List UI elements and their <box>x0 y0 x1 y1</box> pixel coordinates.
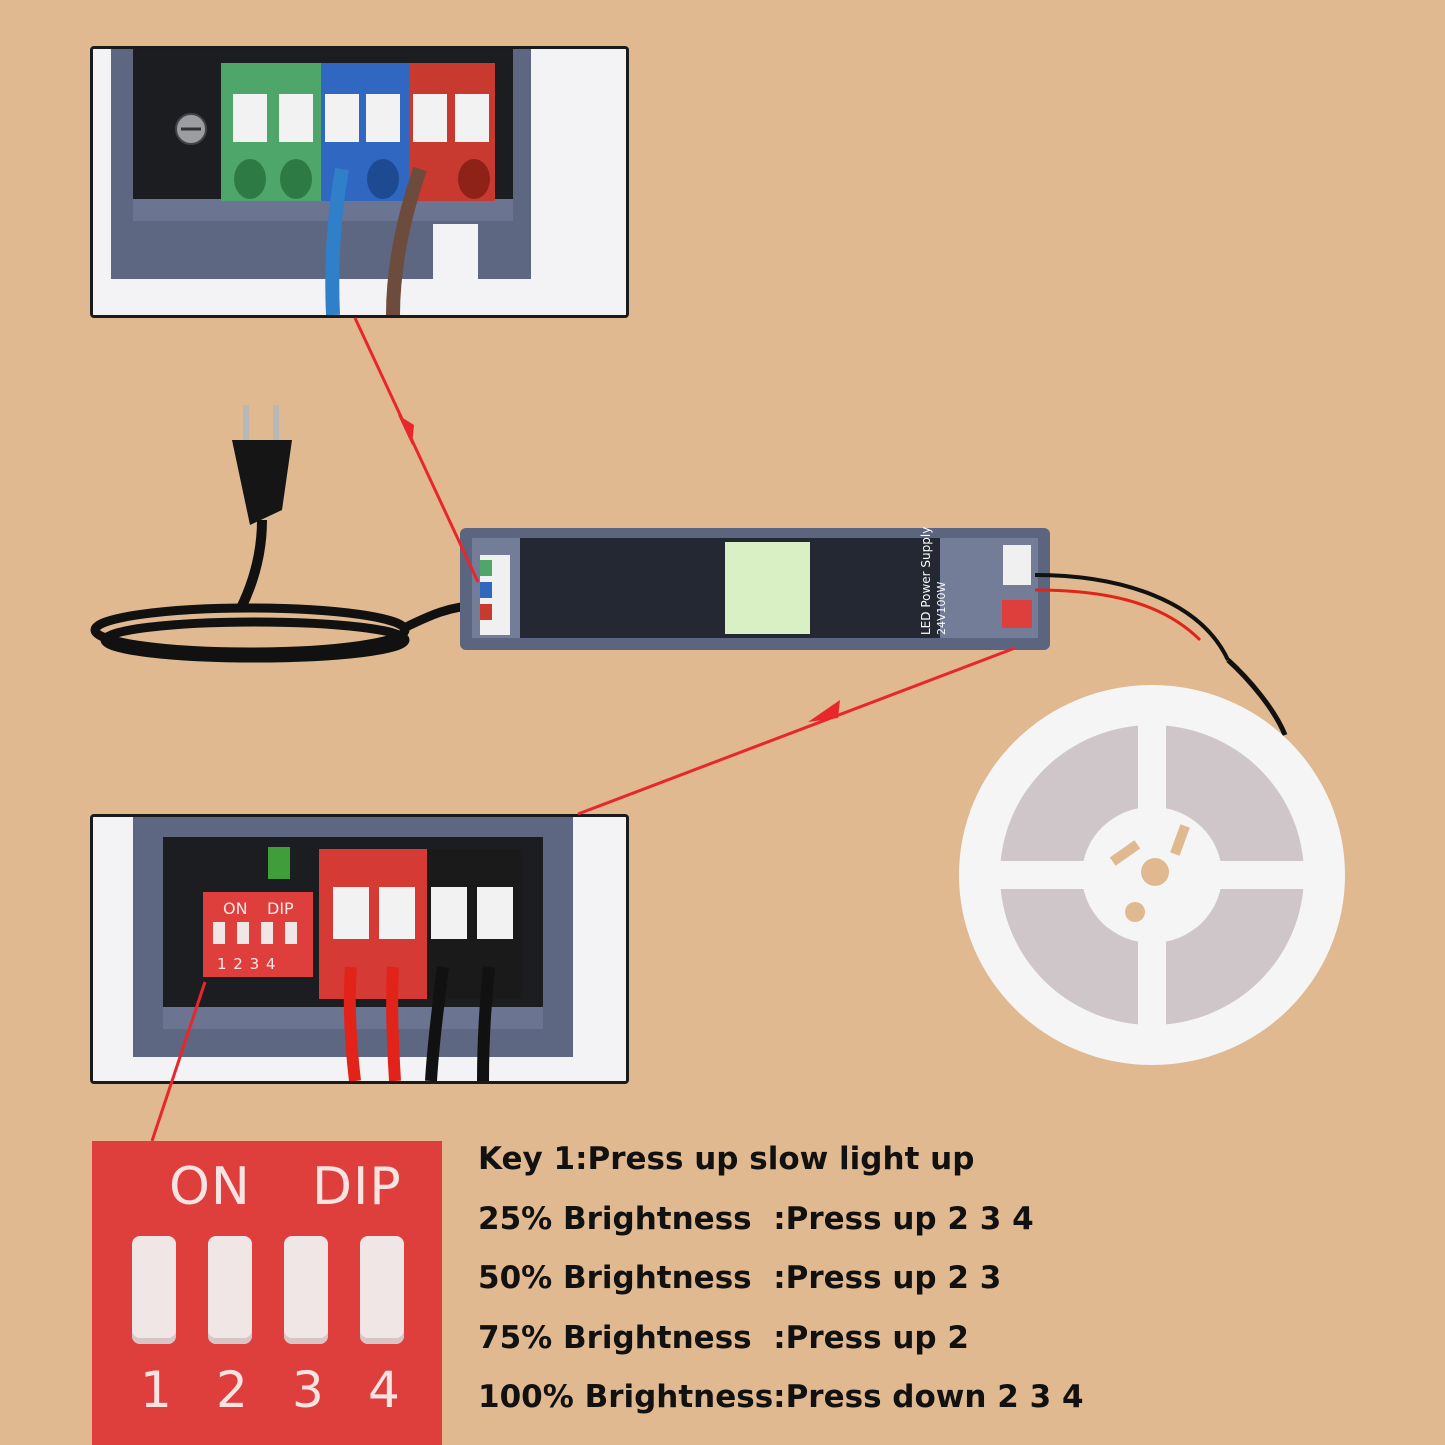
dip-switch-3[interactable] <box>284 1236 328 1344</box>
dip-switch-zoom: ON DIP 1 2 3 4 <box>92 1141 442 1445</box>
input-terminal-photo <box>90 46 629 318</box>
power-supply-rating: 24V100W <box>935 581 948 635</box>
dip-instructions: Key 1:Press up slow light up 25% Brightn… <box>478 1130 1084 1428</box>
output-terminal-illustration <box>93 817 626 1081</box>
arrow-input-to-supply <box>353 317 480 583</box>
instruction-100: 100% Brightness:Press down 2 3 4 <box>478 1379 1084 1415</box>
arrow-supply-to-output <box>577 646 1016 816</box>
dip-on-label: ON <box>169 1157 251 1217</box>
power-supply-unit: LED Power Supply 24V100W <box>460 527 1050 650</box>
arrow-dip-zoom <box>150 981 207 1142</box>
dip-number-2: 2 <box>216 1361 249 1419</box>
dip-number-3: 3 <box>292 1361 325 1419</box>
small-dip-numbers: 1 2 3 4 <box>217 955 276 973</box>
small-dip-dip-label: DIP <box>267 899 294 918</box>
dip-number-1: 1 <box>140 1361 173 1419</box>
instruction-25: 25% Brightness :Press up 2 3 4 <box>478 1200 1034 1237</box>
dip-switch-4[interactable] <box>360 1236 404 1344</box>
instruction-key1: Key 1:Press up slow light up <box>478 1141 975 1177</box>
instruction-75: 75% Brightness :Press up 2 <box>478 1319 969 1356</box>
instruction-50: 50% Brightness :Press up 2 3 <box>478 1260 1002 1296</box>
small-dip-on-label: ON <box>223 899 248 918</box>
dip-switch-1[interactable] <box>132 1236 176 1344</box>
dip-switch-2[interactable] <box>208 1236 252 1344</box>
dip-number-4: 4 <box>368 1361 401 1419</box>
power-plug <box>232 405 292 613</box>
led-strip-reel <box>959 685 1345 1065</box>
power-cord-coil <box>90 600 481 663</box>
output-terminal-photo: ON DIP 1 2 3 4 <box>90 814 629 1084</box>
power-supply-title: LED Power Supply <box>919 527 933 635</box>
input-terminal-illustration <box>93 49 626 315</box>
dip-dip-label: DIP <box>312 1157 402 1217</box>
